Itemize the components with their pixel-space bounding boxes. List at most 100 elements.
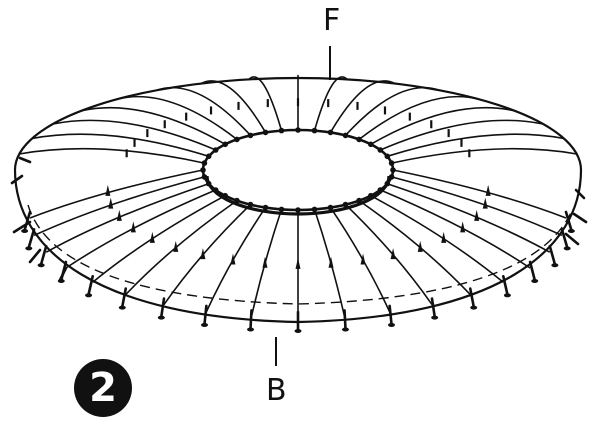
stitch-pin-head bbox=[503, 293, 511, 298]
inner-rim-knot bbox=[342, 201, 349, 208]
stitch-pin-head bbox=[201, 322, 209, 327]
meridian-rib bbox=[200, 80, 267, 133]
meridian-rib bbox=[313, 76, 348, 131]
meridian-rib bbox=[379, 119, 544, 151]
rib-mark bbox=[328, 256, 334, 268]
meridian-rib bbox=[31, 133, 209, 158]
stitch-pin bbox=[388, 304, 393, 326]
inner-rim-knot bbox=[295, 207, 301, 213]
inner-rim-knot bbox=[201, 174, 208, 180]
stitch-pin bbox=[572, 212, 588, 224]
rib-mark bbox=[173, 240, 179, 252]
inner-rim-knot bbox=[222, 192, 228, 199]
rib-mark bbox=[230, 253, 236, 265]
rib-mark bbox=[200, 248, 206, 260]
rib-mark bbox=[262, 256, 268, 268]
inner-rim-knot bbox=[278, 127, 285, 134]
inner-rim-knot bbox=[200, 167, 206, 173]
stitch-pin bbox=[560, 228, 569, 249]
inner-rim-knot bbox=[205, 153, 212, 160]
meridian-rib bbox=[379, 189, 531, 269]
inner-rim-knot bbox=[262, 129, 269, 136]
inner-rim-knot bbox=[222, 141, 228, 148]
stitch-pin-head bbox=[157, 315, 165, 320]
inner-rim-knot bbox=[212, 187, 219, 193]
stitch-pin bbox=[203, 304, 208, 326]
stitch-pin-head bbox=[247, 327, 255, 332]
meridian-rib bbox=[250, 209, 283, 317]
inner-rim-knot bbox=[295, 127, 301, 133]
inner-rim-knot bbox=[377, 187, 384, 193]
meridian-rib bbox=[358, 95, 481, 141]
inner-rim-knot bbox=[205, 180, 212, 187]
inner-rim-knot bbox=[388, 160, 395, 166]
stitch-pin bbox=[27, 228, 36, 249]
stitch-pin-head bbox=[25, 246, 33, 251]
rib-mark bbox=[295, 257, 301, 269]
inner-hole bbox=[201, 128, 395, 212]
stitch-pin-head bbox=[85, 293, 93, 298]
rib-mark bbox=[116, 209, 122, 221]
stitch-pin bbox=[528, 260, 537, 282]
stitch-pin-head bbox=[470, 305, 478, 310]
stitch-pin-head bbox=[563, 246, 571, 251]
rib-mark bbox=[108, 197, 114, 209]
stitch-pin bbox=[18, 156, 32, 164]
inner-rim-knot bbox=[356, 136, 362, 143]
stitch-pin bbox=[12, 220, 32, 234]
inner-rim-knot bbox=[234, 197, 240, 204]
step-number-badge: 2 bbox=[74, 359, 132, 417]
meridian-rib bbox=[313, 209, 346, 317]
stitch-pin bbox=[28, 248, 42, 264]
rib-mark bbox=[149, 231, 155, 243]
meridian-rib bbox=[115, 95, 238, 141]
meridian-rib bbox=[156, 86, 252, 136]
meridian-rib bbox=[344, 86, 440, 136]
rib-mark bbox=[105, 184, 111, 196]
inner-rim-knot bbox=[311, 206, 318, 213]
stitch-pin-head bbox=[387, 322, 395, 327]
inner-rim-knot bbox=[311, 127, 318, 134]
rib-mark bbox=[130, 221, 136, 233]
stitch-pin bbox=[120, 287, 128, 308]
inner-rim-knot bbox=[368, 141, 374, 148]
rib-mark bbox=[474, 209, 480, 221]
inner-rim-knot bbox=[247, 201, 254, 208]
inner-rim-knot bbox=[278, 206, 285, 213]
stitch-pin bbox=[23, 210, 32, 232]
stitch-pin bbox=[564, 210, 573, 232]
meridian-rib bbox=[391, 147, 577, 164]
stitch-pin bbox=[564, 232, 580, 246]
stitch-pin bbox=[430, 297, 436, 318]
stitch-pin bbox=[501, 274, 509, 296]
stitch-pin bbox=[39, 244, 48, 266]
inner-rim-knot bbox=[212, 147, 219, 153]
stitch-pin-head bbox=[551, 263, 559, 268]
rib-mark bbox=[460, 221, 466, 233]
rib-mark bbox=[390, 248, 396, 260]
stitch-pin-head bbox=[567, 229, 575, 233]
stitch-pin bbox=[574, 188, 586, 200]
meridian-rib bbox=[387, 133, 565, 158]
inner-rim-knot bbox=[247, 132, 254, 139]
stitch-pin bbox=[468, 287, 476, 308]
stitch-pin bbox=[548, 244, 557, 266]
inner-rim-knot bbox=[377, 147, 384, 153]
stitch-pin-head bbox=[531, 279, 539, 283]
inner-rim-knot bbox=[390, 167, 396, 173]
inner-rim-knot bbox=[327, 129, 334, 136]
meridian-rib bbox=[81, 106, 226, 145]
inner-rim-knot bbox=[356, 197, 362, 204]
inner-rim-knot bbox=[234, 136, 240, 143]
stitch-pin-head bbox=[37, 263, 45, 268]
seam-line bbox=[27, 204, 574, 305]
inner-rim-knot bbox=[327, 204, 334, 211]
top-point-label: F bbox=[323, 3, 341, 38]
stitch-pin-head bbox=[341, 327, 349, 332]
rib-mark bbox=[482, 197, 488, 209]
rib-mark bbox=[360, 253, 366, 265]
stitch-pin bbox=[249, 309, 253, 330]
inner-rim-knot bbox=[368, 192, 374, 199]
